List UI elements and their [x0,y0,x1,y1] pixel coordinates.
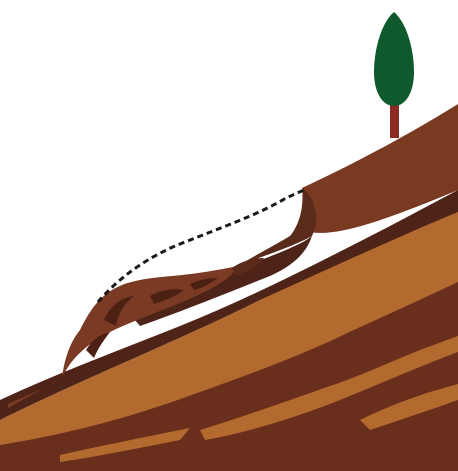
tree-icon [374,12,414,138]
tree-canopy [374,12,414,106]
